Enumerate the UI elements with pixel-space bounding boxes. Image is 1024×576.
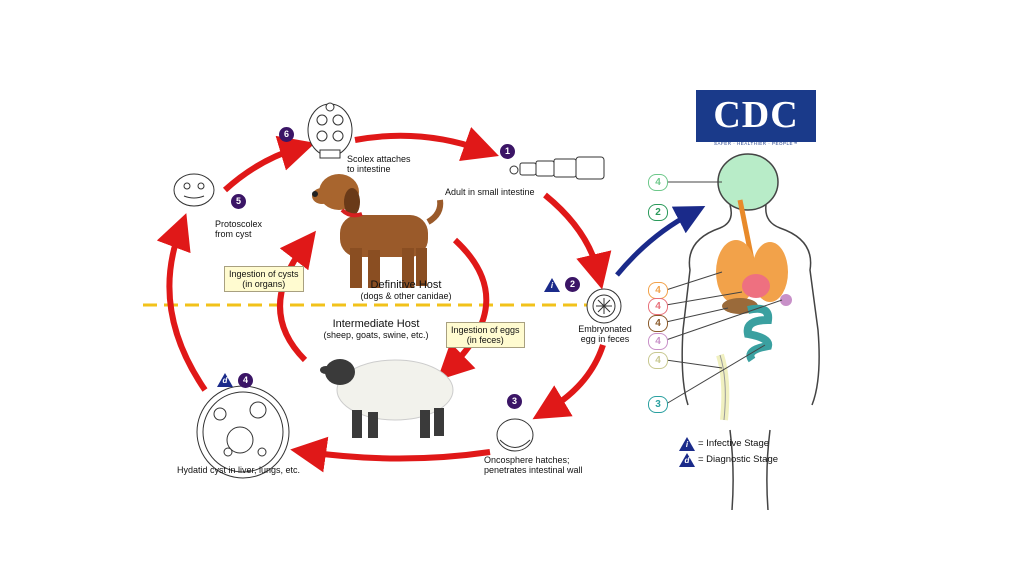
stage-3-line-1: Oncosphere hatches; — [484, 455, 570, 465]
ingestion-cysts-box: Ingestion of cysts(in organs) — [224, 266, 304, 292]
human-body-illustration — [681, 153, 820, 511]
body-label-heart: 4 — [648, 298, 668, 315]
body-label-2: 2 — [648, 204, 668, 221]
arrow-2-to-3 — [532, 344, 606, 420]
arrow-3-to-4 — [290, 436, 491, 473]
legend-infective-text: = Infective Stage — [698, 438, 770, 449]
cdc-logo-tagline: SAFER · HEALTHIER · PEOPLE™ — [714, 141, 798, 146]
legend-diagnostic-icon: d — [679, 453, 695, 467]
stage-6-badge: 6 — [279, 127, 294, 142]
definitive-host-subtitle: (dogs & other canidae) — [360, 291, 452, 301]
dog-illustration — [312, 174, 444, 288]
adult-worm-illustration — [509, 156, 605, 180]
stage-4-badge: 4 — [238, 373, 253, 388]
body-label-2-num: 2 — [655, 207, 661, 218]
protoscolex-illustration — [173, 173, 215, 207]
arrow-1-to-2 — [543, 192, 612, 290]
body-label-heart-num: 4 — [655, 301, 661, 312]
stage-1-label: Adult in small intestine — [445, 187, 535, 197]
stage-2-badge: 2 — [565, 277, 580, 292]
body-label-lung-num: 4 — [655, 285, 661, 296]
legend-diagnostic-letter: d — [684, 456, 690, 465]
stage-4-label: Hydatid cyst in liver, lungs, etc. — [177, 465, 301, 475]
body-label-3-num: 3 — [655, 399, 661, 410]
legend-infective-icon: i — [679, 437, 695, 451]
stage-3-line-2: penetrates intestinal wall — [484, 465, 583, 475]
body-label-lung: 4 — [648, 282, 668, 299]
ingestion-cysts-line-1: Ingestion of cysts — [229, 269, 299, 279]
cdc-logo-box: CDC — [696, 90, 816, 142]
legend-diagnostic-text: = Diagnostic Stage — [698, 454, 779, 465]
stage-6-line-1: Scolex attaches — [347, 154, 411, 164]
body-label-bone: 4 — [648, 352, 668, 369]
arrow-cysts-to-dog — [277, 230, 316, 363]
body-label-3: 3 — [648, 396, 668, 413]
oncosphere-illustration — [496, 418, 534, 452]
embryonated-egg-illustration — [586, 288, 622, 324]
body-label-liver: 4 — [648, 315, 668, 332]
ingestion-eggs-box: Ingestion of eggs(in feces) — [446, 322, 525, 348]
body-label-spleen-num: 4 — [655, 336, 661, 347]
infective-marker-letter: i — [550, 281, 554, 290]
arrow-eggs-to-sheep — [437, 237, 490, 381]
human-organs — [716, 199, 792, 421]
cdc-logo-text: CDC — [713, 94, 799, 136]
arrow-to-human — [615, 206, 706, 277]
cdc-logo: CDC SAFER · HEALTHIER · PEOPLE™ — [696, 90, 816, 146]
infective-stage-marker: i — [544, 278, 560, 292]
body-label-brain: 4 — [648, 174, 668, 191]
intermediate-host-subtitle: (sheep, goats, swine, etc.) — [323, 330, 429, 340]
stage-2-line-1: Embryonated — [578, 324, 632, 334]
scolex-illustration — [307, 102, 353, 159]
body-label-brain-num: 4 — [655, 177, 661, 188]
stage-5-line-2: from cyst — [215, 229, 252, 239]
body-label-bone-num: 4 — [655, 355, 661, 366]
sheep-illustration — [320, 359, 454, 438]
stage-3-label: Oncosphere hatches;penetrates intestinal… — [484, 455, 583, 475]
stage-6-line-2: to intestine — [347, 164, 391, 174]
diagnostic-marker-letter: d — [222, 376, 228, 385]
stage-3-badge: 3 — [507, 394, 522, 409]
stage-2-line-2: egg in feces — [580, 334, 630, 344]
arrow-4-to-5 — [156, 213, 208, 392]
legend-infective-letter: i — [685, 440, 689, 449]
body-leader-lines — [665, 181, 783, 405]
ingestion-eggs-line-2: (in feces) — [466, 335, 504, 345]
hydatid-cyst-illustration — [196, 385, 290, 479]
ingestion-cysts-line-2: (in organs) — [242, 279, 286, 289]
body-label-liver-num: 4 — [655, 318, 661, 329]
definitive-host-title: Definitive Host — [370, 279, 442, 291]
arrow-5-to-6 — [222, 135, 316, 193]
body-label-spleen: 4 — [648, 333, 668, 350]
ingestion-eggs-line-1: Ingestion of eggs — [451, 325, 520, 335]
stage-5-line-1: Protoscolex — [215, 219, 263, 229]
arrow-6-to-1 — [354, 127, 499, 161]
diagnostic-stage-marker: d — [217, 373, 233, 387]
stage-1-badge: 1 — [500, 144, 515, 159]
stage-5-badge: 5 — [231, 194, 246, 209]
intermediate-host-title: Intermediate Host — [332, 318, 420, 330]
